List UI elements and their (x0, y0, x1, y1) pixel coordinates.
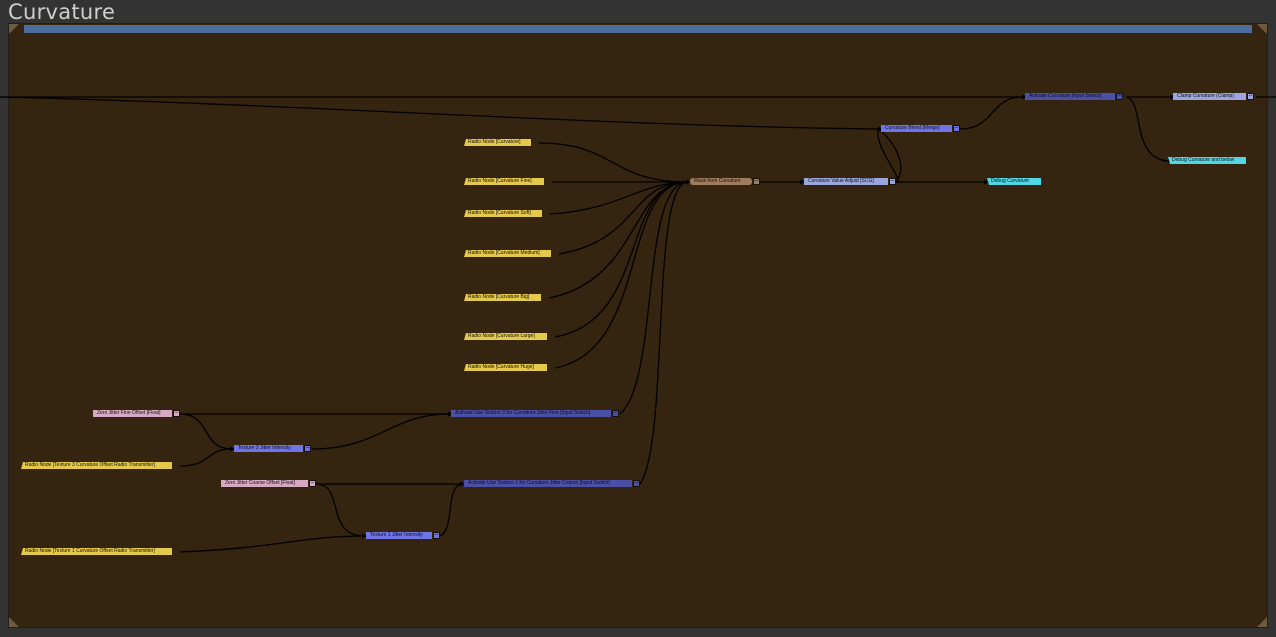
node-label: Debug Curvature (991, 178, 1030, 184)
collapse-icon[interactable]: – (546, 178, 551, 184)
node-label: Zero Jitter Coarse Offset [Float] (225, 480, 295, 486)
wire-activate-to-debug (1125, 96, 1169, 162)
wire-zero-coarse-to-intensity (315, 483, 365, 537)
node-label: Radio Node [Curvature Medium] (468, 250, 540, 256)
collapse-icon[interactable]: – (553, 250, 558, 256)
collapse-icon[interactable]: – (633, 480, 640, 487)
node-radio-curvature-fine[interactable]: Radio Node [Curvature Fine] – (464, 178, 544, 185)
node-zero-jitter-coarse[interactable]: Zero Jitter Coarse Offset [Float] – (221, 480, 316, 487)
wire-intensity3-to-activate (311, 413, 451, 450)
node-radio-texture1-offset[interactable]: Radio Node [Texture 1 Curvature Offset R… (21, 548, 172, 555)
node-label: Texture 3 Jitter Intensity (238, 445, 291, 451)
backdrop-frame (8, 23, 1268, 628)
resize-handle-bottom-left[interactable] (9, 617, 19, 627)
collapse-icon[interactable]: – (309, 480, 316, 487)
collapse-icon[interactable]: – (1247, 93, 1254, 100)
node-clamp-curvature[interactable]: Clamp Curvature (Clamp) – (1173, 93, 1254, 100)
node-label: Radio Node [Texture 1 Curvature Offset R… (25, 548, 155, 554)
node-label: Activate Use Texture 1 for Curvature Jit… (468, 480, 610, 486)
wire-radio-huge (554, 181, 689, 369)
wire-radio-medium (558, 181, 689, 255)
node-curvature-value-adjust[interactable]: Curvature Value Adjust [SCG] – (804, 178, 896, 185)
resize-handle-top-right[interactable] (1257, 24, 1267, 34)
node-activate-texture3[interactable]: Activate Use Texture 3 for Curvature Jit… (451, 410, 619, 417)
node-texture3-jitter-intensity[interactable]: Texture 3 Jitter Intensity – (234, 445, 311, 452)
wire-radio-tex1-to-intensity (179, 535, 365, 553)
wire-radio-curvature (538, 142, 689, 183)
collapse-icon[interactable]: – (612, 410, 619, 417)
node-radio-curvature-soft[interactable]: Radio Node [Curvature Soft] – (464, 210, 542, 217)
resize-handle-top-left[interactable] (9, 24, 19, 34)
node-label: Mask from Curvature (694, 178, 741, 184)
collapse-icon[interactable]: – (173, 410, 180, 417)
collapse-icon[interactable]: – (753, 178, 760, 185)
collapse-icon[interactable]: – (1043, 178, 1048, 184)
collapse-icon[interactable]: – (1248, 157, 1253, 163)
node-texture1-jitter-intensity[interactable]: Texture 1 Jitter Intensity – (366, 532, 440, 539)
node-zero-jitter-fine[interactable]: Zero Jitter Fine Offset [Float] – (93, 410, 180, 417)
collapse-icon[interactable]: – (174, 462, 179, 468)
node-radio-curvature-big[interactable]: Radio Node [Curvature Big] – (464, 294, 541, 301)
wire-radio-tex3-to-intensity (179, 448, 233, 467)
node-radio-curvature-large[interactable]: Radio Node [Curvature Large] – (464, 333, 547, 340)
backdrop-header-bar[interactable] (24, 25, 1252, 33)
node-debug-curvature-below[interactable]: Debug Curvature and below – (1168, 157, 1246, 164)
collapse-icon[interactable]: – (533, 139, 538, 145)
collapse-icon[interactable]: – (433, 532, 440, 539)
collapse-icon[interactable]: – (304, 445, 311, 452)
node-radio-curvature[interactable]: Radio Node [Curvature] – (464, 139, 531, 146)
wire-blend-to-activate (959, 96, 1023, 130)
node-label: Zero Jitter Fine Offset [Float] (97, 410, 161, 416)
node-label: Radio Node [Curvature Fine] (468, 178, 532, 184)
node-label: Texture 1 Jitter Intensity (370, 532, 423, 538)
collapse-icon[interactable]: – (549, 364, 554, 370)
collapse-icon[interactable]: – (549, 333, 554, 339)
collapse-icon[interactable]: – (1116, 93, 1123, 100)
node-curvature-blend[interactable]: Curvature Blend [Merge] – (881, 125, 960, 132)
node-activate-texture1[interactable]: Activate Use Texture 1 for Curvature Jit… (464, 480, 640, 487)
node-radio-texture3-offset[interactable]: Radio Node [Texture 3 Curvature Offset R… (21, 462, 172, 469)
node-label: Clamp Curvature (Clamp) (1177, 93, 1234, 99)
node-label: Radio Node [Curvature Huge] (468, 364, 534, 370)
collapse-icon[interactable]: – (543, 294, 548, 300)
node-label: Radio Node [Curvature Soft] (468, 210, 531, 216)
node-label: Activate Curvature [Input Switch] (1029, 93, 1102, 99)
wire-adjust-to-blend-b (879, 129, 902, 183)
node-radio-curvature-medium[interactable]: Radio Node [Curvature Medium] – (464, 250, 551, 257)
collapse-icon[interactable]: – (953, 125, 960, 132)
node-label: Curvature Value Adjust [SCG] (808, 178, 874, 184)
node-radio-curvature-huge[interactable]: Radio Node [Curvature Huge] – (464, 364, 547, 371)
node-label: Radio Node [Texture 3 Curvature Offset R… (25, 462, 155, 468)
wire-activate-tex3-to-mask (619, 181, 689, 415)
collapse-icon[interactable]: – (174, 548, 179, 554)
collapse-icon[interactable]: – (544, 210, 549, 216)
wire-radio-large (554, 181, 689, 338)
collapse-icon[interactable]: – (889, 178, 896, 185)
wire-zero-fine-to-intensity (179, 413, 233, 450)
node-label: Curvature Blend [Merge] (885, 125, 940, 131)
wire-intensity1-to-activate (439, 483, 463, 537)
resize-handle-bottom-right[interactable] (1257, 617, 1267, 627)
node-label: Radio Node [Curvature Large] (468, 333, 535, 339)
backdrop-title: Curvature (8, 0, 116, 24)
node-label: Debug Curvature and below (1172, 157, 1235, 163)
node-label: Radio Node [Curvature] (468, 139, 521, 145)
wire-input-to-blend (0, 96, 879, 130)
node-mask-from-curvature[interactable]: Mask from Curvature – (690, 178, 760, 185)
node-label: Activate Use Texture 3 for Curvature Jit… (455, 410, 591, 416)
wire-activate-tex1-to-mask (639, 181, 689, 485)
node-activate-curvature[interactable]: Activate Curvature [Input Switch] – (1025, 93, 1123, 100)
node-debug-curvature[interactable]: Debug Curvature – (987, 178, 1041, 185)
node-label: Radio Node [Curvature Big] (468, 294, 530, 300)
